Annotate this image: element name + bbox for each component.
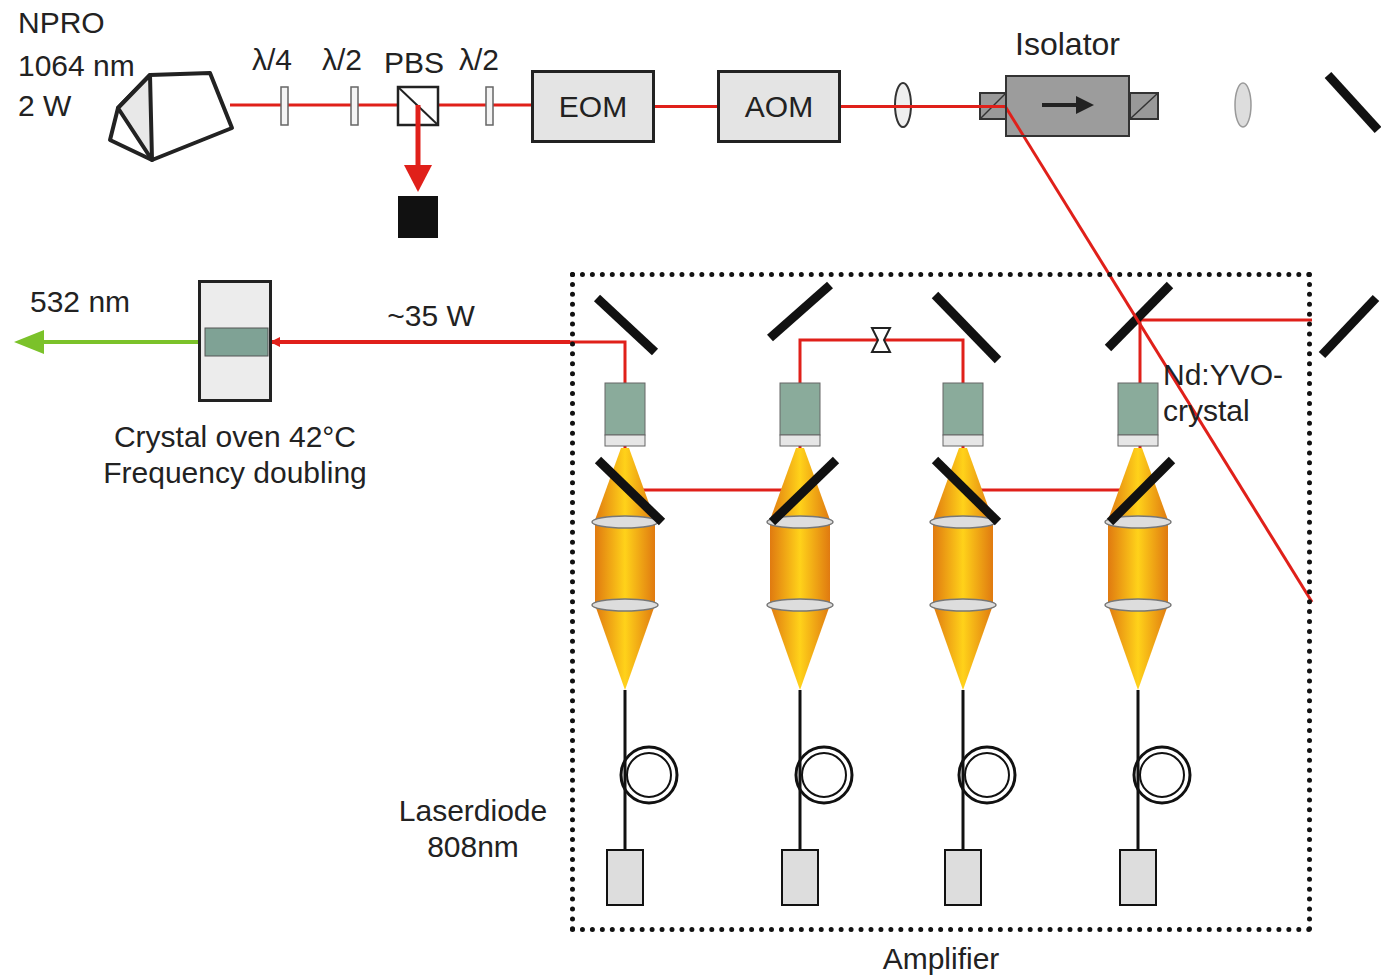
lens	[767, 599, 833, 611]
lens	[1235, 83, 1251, 127]
laser-name: NPRO	[18, 5, 105, 41]
lens	[592, 599, 658, 611]
laser-beam	[272, 340, 570, 344]
mirror	[1108, 285, 1170, 348]
amplifier-stage	[592, 285, 1190, 905]
nd-yvo-crystal	[605, 383, 645, 435]
fiber	[1137, 690, 1140, 850]
isolator-body	[980, 75, 1158, 137]
concave-lens	[872, 328, 890, 352]
waveplate	[281, 87, 288, 125]
fiber	[962, 690, 965, 850]
pbs-cube	[398, 87, 438, 238]
output-wavelength: 532 nm	[30, 284, 130, 320]
lens	[1105, 599, 1171, 611]
dichroic-mirror	[598, 460, 662, 522]
dichroic-mirror	[1110, 460, 1172, 522]
fiber-coil	[802, 753, 846, 797]
fiber-coil	[965, 753, 1009, 797]
fiber	[799, 690, 802, 850]
green-beam	[38, 340, 198, 344]
fiber-coil	[1140, 753, 1184, 797]
nd-yvo-crystal	[780, 383, 820, 435]
waveplate	[351, 87, 358, 125]
power: 2 W	[18, 88, 71, 124]
laser-diode	[945, 850, 981, 905]
mirror	[597, 298, 655, 352]
npro-laser	[110, 73, 232, 160]
fiber-coil	[627, 753, 671, 797]
crystal-coating	[943, 435, 983, 446]
waveplate-label: λ/2	[322, 42, 362, 78]
nd-yvo-crystal	[943, 383, 983, 435]
dichroic-mirror	[772, 460, 836, 522]
crystal-oven	[198, 280, 272, 402]
laser-beam	[841, 105, 1005, 108]
laser-beam	[655, 105, 717, 108]
fiber-coil	[1134, 747, 1190, 803]
laser-beam	[1005, 106, 1312, 602]
lens	[930, 599, 996, 611]
node-label: Crystal oven 42°C Frequency doubling	[70, 419, 400, 491]
eom-box: EOM	[531, 70, 655, 143]
pump-light	[770, 448, 830, 690]
dichroic-mirror	[935, 460, 998, 522]
crystal-coating	[605, 435, 645, 446]
fiber-coil	[796, 747, 852, 803]
crystal-coating	[1118, 435, 1158, 446]
node-label: AOM	[745, 89, 813, 125]
fiber	[624, 690, 627, 850]
aom-box: AOM	[717, 70, 841, 143]
nd-yvo-crystal	[1118, 383, 1158, 435]
fiber-coil	[621, 747, 677, 803]
mirror	[935, 295, 998, 360]
mirror	[1328, 75, 1378, 130]
pbs-label: PBS	[384, 45, 444, 81]
laser-diode	[607, 850, 643, 905]
lens	[592, 516, 658, 528]
diode-label: Laserdiode 808nm	[378, 793, 568, 865]
pump-light	[1108, 448, 1168, 690]
mirror	[770, 285, 830, 338]
waveplate-label: λ/2	[459, 42, 499, 78]
crystal-oven-box: Crystal oven 42°C Frequency doubling	[198, 280, 272, 402]
power-label: ~35 W	[384, 298, 478, 334]
lens	[930, 516, 996, 528]
crystal-coating	[780, 435, 820, 446]
laser-diode	[1120, 850, 1156, 905]
isolator-box: Isolator	[1005, 75, 1130, 137]
node-label: EOM	[559, 89, 627, 125]
wavelength: 1064 nm	[18, 48, 135, 84]
fiber-coil	[959, 747, 1015, 803]
crystal-label: Nd:YVO- crystal	[1163, 357, 1303, 429]
node-label: Amplifier	[883, 941, 1000, 977]
laser-diode	[782, 850, 818, 905]
green-arrowhead	[14, 330, 44, 354]
waveplate-label: λ/4	[252, 42, 292, 78]
waveplate	[486, 87, 493, 125]
node-label: Isolator	[1015, 25, 1120, 63]
mirror	[1322, 298, 1376, 355]
